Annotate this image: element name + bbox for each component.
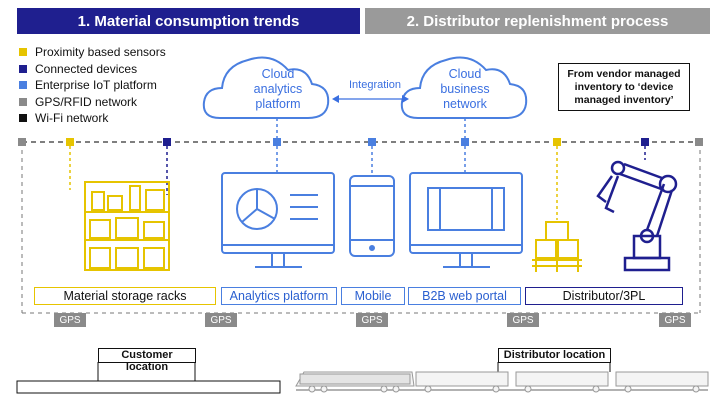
legend-item-proximity: Proximity based sensors <box>19 44 166 61</box>
robotic-arm-icon <box>596 160 678 272</box>
distributor-location-label: Distributor location <box>498 348 611 363</box>
iot-node <box>273 138 281 146</box>
legend-item-wifi: Wi-Fi network <box>19 110 166 127</box>
gray-square-icon <box>19 97 27 106</box>
yellow-square-icon <box>19 48 27 57</box>
monitor-analytics-icon <box>221 172 335 268</box>
arrow-left-icon <box>332 95 339 103</box>
vendor-note-box: From vendor managed inventory to ‘device… <box>558 63 690 111</box>
label-b2b-portal: B2B web portal <box>408 287 521 305</box>
label-analytics-platform: Analytics platform <box>221 287 337 305</box>
legend: Proximity based sensors Connected device… <box>19 44 166 127</box>
legend-label: Wi-Fi network <box>35 111 109 126</box>
connected-node <box>163 138 171 146</box>
iot-node <box>368 138 376 146</box>
label-storage-racks: Material storage racks <box>34 287 216 305</box>
cloud-business-label: Cloud business network <box>415 67 515 112</box>
legend-label: GPS/RFID network <box>35 94 138 109</box>
mobile-phone-icon <box>349 175 395 257</box>
legend-item-connected: Connected devices <box>19 61 166 78</box>
black-square-icon <box>19 114 27 123</box>
cloud-text-line: business <box>440 82 490 96</box>
customer-location-label: Customer location <box>98 348 196 373</box>
cloud-text-line: Cloud <box>448 67 482 81</box>
gps-tag: GPS <box>507 313 539 327</box>
freight-train-icon <box>295 371 709 393</box>
label-mobile: Mobile <box>341 287 405 305</box>
pallet-boxes-icon <box>532 221 582 272</box>
blue-square-icon <box>19 81 27 90</box>
legend-item-gps: GPS/RFID network <box>19 94 166 111</box>
vendor-note-line: From vendor managed <box>567 67 681 80</box>
legend-label: Enterprise IoT platform <box>35 78 157 93</box>
cloud-text-line: platform <box>255 97 301 111</box>
connected-node <box>641 138 649 146</box>
cloud-analytics-label: Cloud analytics platform <box>228 67 328 112</box>
cloud-analytics-icon <box>202 56 330 119</box>
gps-tag: GPS <box>54 313 86 327</box>
customer-location-bar <box>16 380 281 394</box>
proximity-node <box>66 138 74 146</box>
legend-label: Proximity based sensors <box>35 45 166 60</box>
cloud-text-line: network <box>443 97 487 111</box>
label-distributor: Distributor/3PL <box>525 287 683 305</box>
cloud-text-line: Cloud <box>261 67 295 81</box>
monitor-portal-icon <box>409 172 523 268</box>
integration-label: Integration <box>349 79 401 91</box>
legend-label: Connected devices <box>35 61 138 76</box>
gps-node <box>695 138 703 146</box>
section-1-banner: 1. Material consumption trends <box>17 8 360 34</box>
vendor-note-line: managed inventory’ <box>574 93 674 106</box>
section-2-banner: 2. Distributor replenishment process <box>365 8 710 34</box>
gps-node <box>18 138 26 146</box>
navy-square-icon <box>19 64 27 73</box>
legend-item-iot: Enterprise IoT platform <box>19 77 166 94</box>
storage-rack-icon <box>84 181 170 271</box>
gps-tag: GPS <box>205 313 237 327</box>
gps-tag: GPS <box>356 313 388 327</box>
arrow-right-icon <box>402 95 409 103</box>
iot-node <box>461 138 469 146</box>
proximity-node <box>553 138 561 146</box>
cloud-text-line: analytics <box>253 82 303 96</box>
vendor-note-line: inventory to ‘device <box>574 80 674 93</box>
gps-tag: GPS <box>659 313 691 327</box>
